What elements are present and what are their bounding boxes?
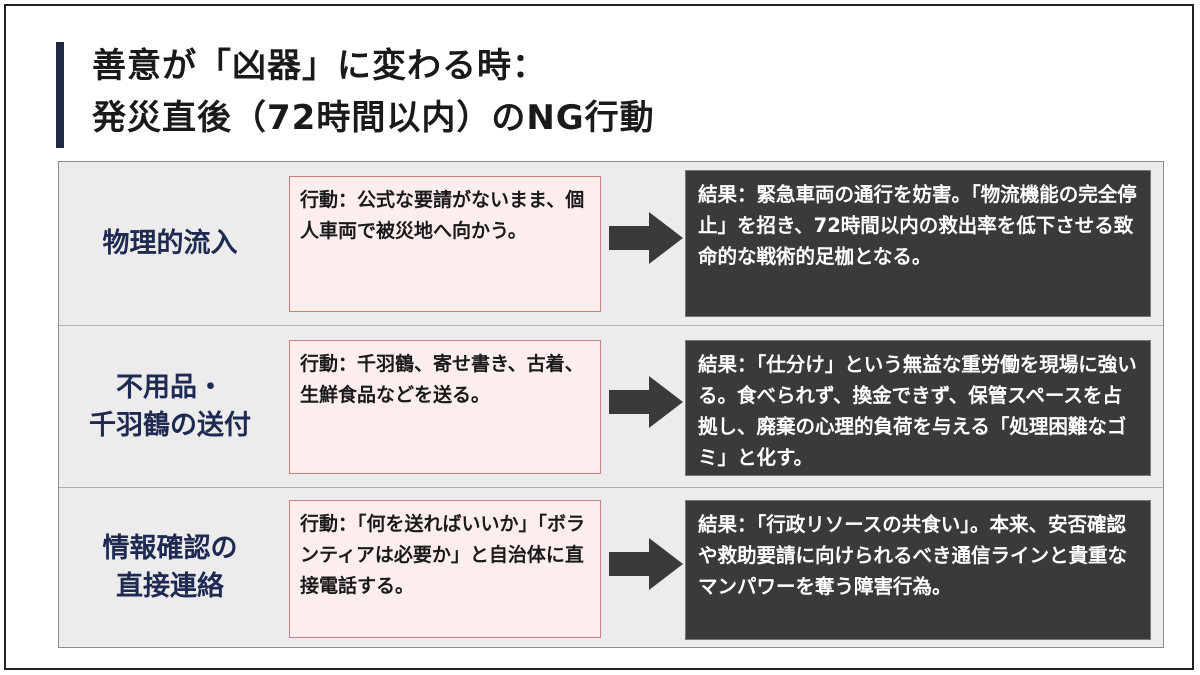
action-box: 行動：「何を送ればいいか」「ボランティアは必要か」と自治体に直接電話する。 bbox=[289, 500, 601, 638]
category-line: 物理的流入 bbox=[102, 227, 238, 259]
action-box: 行動：千羽鶴、寄せ書き、古着、生鮮食品などを送る。 bbox=[289, 340, 601, 474]
right-arrow-icon bbox=[609, 376, 683, 428]
ng-actions-table: 物理的流入 行動：公式な要請がないまま、個人車両で被災地へ向かう。 結果：緊急車… bbox=[58, 161, 1164, 648]
result-box: 結果：「仕分け」という無益な重労働を現場に強いる。食べられず、換金できず、保管ス… bbox=[685, 340, 1151, 476]
category-line: 情報確認の bbox=[102, 533, 238, 564]
table-row-direct-contact: 情報確認の 直接連絡 行動：「何を送ればいいか」「ボランティアは必要か」と自治体… bbox=[59, 487, 1163, 648]
result-box: 結果：「行政リソースの共食い」。本来、安否確認や救助要請に向けられるべき通信ライ… bbox=[685, 500, 1151, 640]
right-arrow-icon bbox=[609, 538, 683, 590]
right-arrow-icon bbox=[609, 212, 683, 264]
title-line-1: 善意が「凶器」に変わる時： bbox=[92, 46, 547, 86]
slide: 善意が「凶器」に変わる時： 発災直後（72時間以内）のNG行動 物理的流入 行動… bbox=[4, 4, 1194, 670]
row-category: 物理的流入 bbox=[59, 162, 281, 325]
row-category: 不用品・ 千羽鶴の送付 bbox=[59, 326, 281, 488]
category-line: 直接連絡 bbox=[116, 571, 224, 602]
title-accent-bar bbox=[56, 42, 64, 148]
row-category: 情報確認の 直接連絡 bbox=[59, 488, 281, 648]
result-box: 結果：緊急車両の通行を妨害。「物流機能の完全停止」を招き、72時間以内の救出率を… bbox=[685, 170, 1151, 317]
page-title: 善意が「凶器」に変わる時： 発災直後（72時間以内）のNG行動 bbox=[92, 40, 655, 144]
table-row-physical-inflow: 物理的流入 行動：公式な要請がないまま、個人車両で被災地へ向かう。 結果：緊急車… bbox=[59, 162, 1163, 325]
category-line: 千羽鶴の送付 bbox=[89, 410, 251, 441]
action-box: 行動：公式な要請がないまま、個人車両で被災地へ向かう。 bbox=[289, 176, 601, 312]
category-line: 不用品・ bbox=[116, 372, 224, 403]
table-row-unwanted-goods: 不用品・ 千羽鶴の送付 行動：千羽鶴、寄せ書き、古着、生鮮食品などを送る。 結果… bbox=[59, 325, 1163, 488]
title-line-2: 発災直後（72時間以内）のNG行動 bbox=[92, 98, 655, 138]
